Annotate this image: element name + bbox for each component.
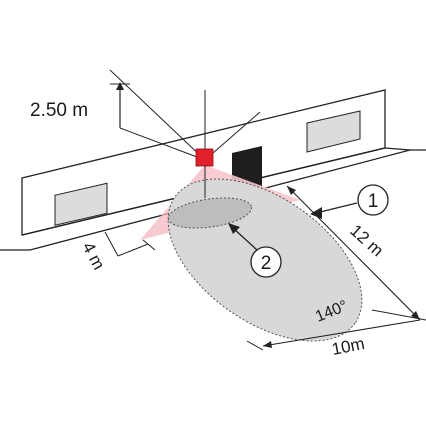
reference-lines [109, 69, 261, 161]
callout-1-number: 1 [368, 191, 379, 212]
callout-1: 1 [310, 184, 389, 219]
sensor-device [195, 148, 214, 167]
presence-area [167, 197, 253, 229]
callout-2-number: 2 [261, 253, 272, 274]
height-label: 2.50 m [30, 100, 88, 121]
callout-2: 2 [228, 223, 282, 278]
length-label: 12 m [346, 221, 387, 260]
right-window [306, 110, 361, 153]
near-width-label: 4 m [78, 239, 108, 273]
callout-2-circle [250, 246, 282, 278]
callout-1-circle [357, 184, 389, 216]
left-window [54, 182, 108, 226]
height-dimension: 2.50 m [30, 82, 130, 128]
